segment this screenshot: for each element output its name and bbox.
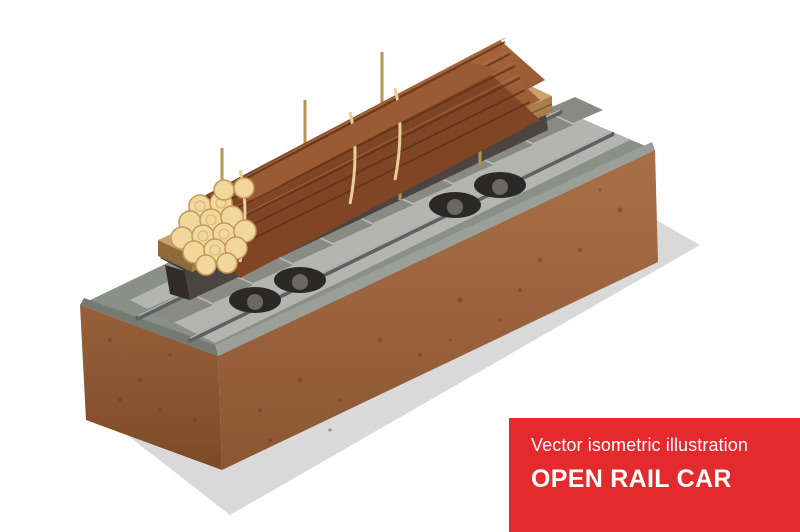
soil-right-face bbox=[218, 150, 658, 470]
log-ends bbox=[170, 191, 257, 276]
log-rings bbox=[194, 197, 230, 256]
top-logs bbox=[213, 62, 500, 201]
ballast-bed bbox=[130, 100, 630, 343]
banner-subtitle: Vector isometric illustration bbox=[531, 435, 748, 455]
title-banner: Vector isometric illustration OPEN RAIL … bbox=[509, 418, 800, 532]
banner-title: OPEN RAIL CAR bbox=[531, 465, 732, 493]
soil-texture bbox=[108, 188, 623, 442]
soil-left-face bbox=[80, 305, 222, 470]
